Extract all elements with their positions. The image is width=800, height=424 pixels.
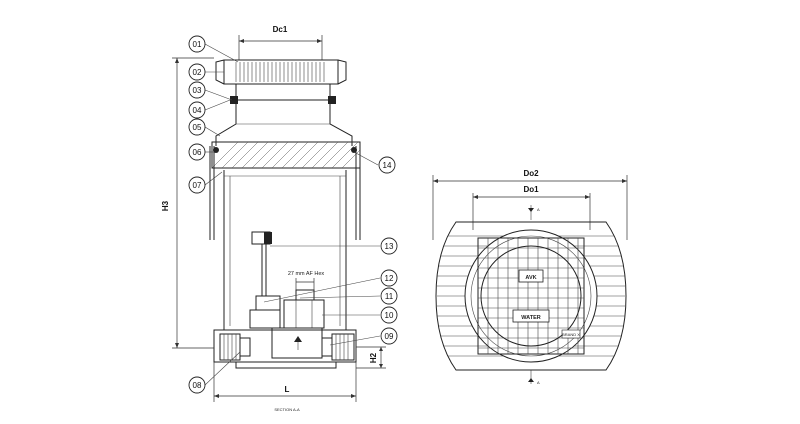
skirt-right xyxy=(355,146,361,240)
dim-do1-label: Do1 xyxy=(523,185,539,194)
svg-text:05: 05 xyxy=(193,123,202,132)
dim-do1: Do1 xyxy=(472,185,591,230)
dim-h2: H2 xyxy=(356,346,386,369)
svg-text:14: 14 xyxy=(383,161,392,170)
callout-07: 07 xyxy=(188,176,206,194)
dim-dc1: Dc1 xyxy=(238,25,323,60)
callout-01: 01 xyxy=(188,35,206,53)
svg-text:03: 03 xyxy=(193,86,202,95)
dim-do2: Do2 xyxy=(432,169,628,240)
svg-text:08: 08 xyxy=(193,381,202,390)
callout-13: 13 xyxy=(380,237,398,255)
skirt-left xyxy=(209,146,215,240)
callout-12: 12 xyxy=(380,269,398,287)
svg-text:06: 06 xyxy=(193,148,202,157)
plan-view: Do2 Do1 A A xyxy=(432,169,628,385)
svg-text:09: 09 xyxy=(385,332,394,341)
callout-leaders xyxy=(204,43,381,386)
hex-note: 27 mm AF Hex xyxy=(288,271,325,277)
callout-14: 14 xyxy=(378,156,396,174)
callout-04: 04 xyxy=(188,101,206,119)
svg-text:10: 10 xyxy=(385,311,394,320)
lid-brand: AVK xyxy=(525,275,536,281)
dim-do2-label: Do2 xyxy=(523,169,539,178)
lid-small-mark: BRAND X xyxy=(562,332,580,337)
svg-text:02: 02 xyxy=(193,68,202,77)
callout-bubbles: 01 02 03 04 05 06 07 08 09 10 11 12 13 1… xyxy=(188,35,398,394)
callout-10: 10 xyxy=(380,306,398,324)
top-grill xyxy=(235,62,325,82)
neck-bolt-left xyxy=(230,96,238,104)
svg-text:A: A xyxy=(537,207,540,212)
valve-assembly xyxy=(249,231,325,359)
dim-l: L xyxy=(213,362,357,402)
body-tube xyxy=(223,170,347,331)
hatched-band xyxy=(211,141,361,169)
svg-text:13: 13 xyxy=(385,242,394,251)
callout-11: 11 xyxy=(380,287,398,305)
top-frame xyxy=(215,59,347,85)
svg-text:04: 04 xyxy=(193,106,202,115)
svg-text:07: 07 xyxy=(193,181,202,190)
plan-lid: AVK WATER BRAND X xyxy=(464,229,598,363)
dim-l-label: L xyxy=(285,385,290,394)
svg-text:12: 12 xyxy=(385,274,394,283)
callout-02: 02 xyxy=(188,63,206,81)
lid-water: WATER xyxy=(521,315,540,321)
upper-body-right xyxy=(329,104,353,146)
section-caption: SECTION A-A xyxy=(274,407,300,412)
svg-text:01: 01 xyxy=(193,40,202,49)
section-view: Dc1 xyxy=(161,25,398,412)
svg-text:11: 11 xyxy=(385,292,394,301)
upper-body-left xyxy=(215,104,237,146)
hex-dimension: 27 mm AF Hex xyxy=(288,271,325,290)
callout-06: 06 xyxy=(188,143,206,161)
callout-05: 05 xyxy=(188,118,206,136)
callout-08: 08 xyxy=(188,376,206,394)
callout-03: 03 xyxy=(188,81,206,99)
dim-h3: H3 xyxy=(161,57,214,349)
dim-h3-label: H3 xyxy=(161,200,170,211)
dim-h2-label: H2 xyxy=(369,352,378,363)
callout-09: 09 xyxy=(380,327,398,345)
base xyxy=(213,329,357,369)
section-mark-bottom: A xyxy=(528,370,540,385)
neck-ring xyxy=(235,84,331,101)
svg-text:A: A xyxy=(537,380,540,385)
neck-bolt-right xyxy=(328,96,336,104)
section-mark-top: A xyxy=(528,205,540,220)
dim-dc1-label: Dc1 xyxy=(273,25,288,34)
